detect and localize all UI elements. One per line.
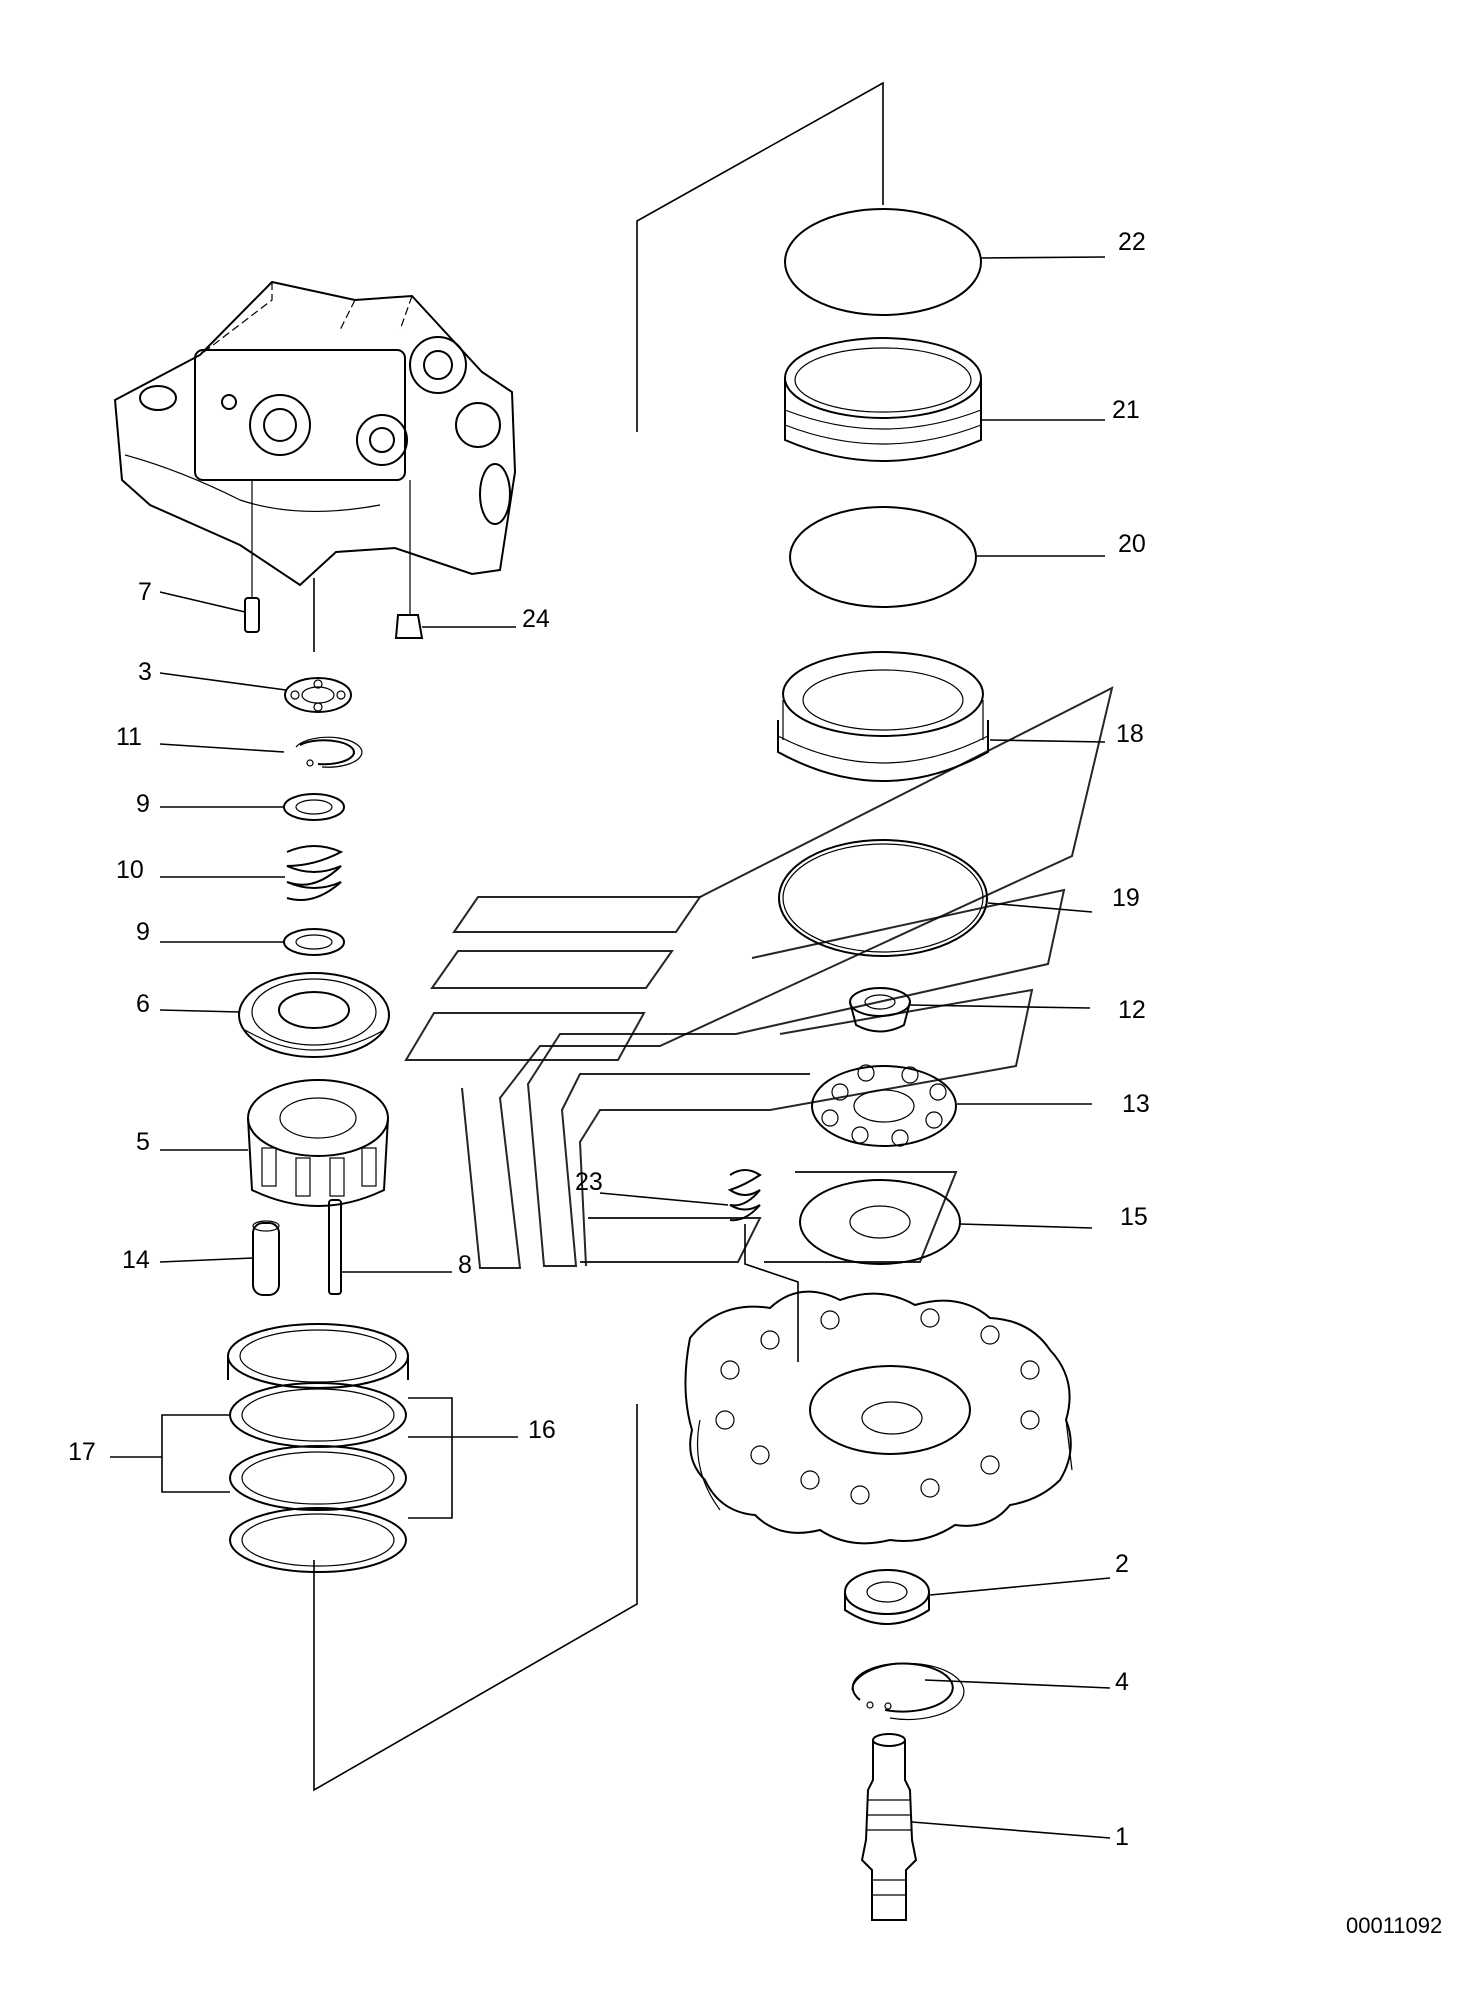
callout-labels: 22 21 20 18 19 12 13 15 2 4 1 23 7 24 3 … <box>68 228 1150 1851</box>
bearing-part-3 <box>284 677 352 713</box>
washer-part-9-upper <box>283 793 345 821</box>
piston-part-14 <box>252 1220 280 1296</box>
callout-10: 10 <box>116 856 144 884</box>
callout-13: 13 <box>1122 1090 1150 1118</box>
pin-part-8 <box>328 1199 342 1295</box>
callout-6: 6 <box>136 990 150 1018</box>
callout-1: 1 <box>1115 1823 1129 1851</box>
o-ring-part-22 <box>784 208 982 316</box>
shim-part-15 <box>799 1179 961 1265</box>
callout-5: 5 <box>136 1128 150 1156</box>
callout-12: 12 <box>1118 996 1146 1024</box>
end-cover-part <box>684 1290 1073 1545</box>
callout-9-lower: 9 <box>136 918 150 946</box>
callout-11: 11 <box>116 723 142 751</box>
callout-20: 20 <box>1118 530 1146 558</box>
callout-17: 17 <box>68 1438 96 1466</box>
collar-part-12 <box>849 987 911 1033</box>
o-ring-part-19 <box>778 839 988 957</box>
callout-9-upper: 9 <box>136 790 150 818</box>
cylinder-block-part-5 <box>247 1079 389 1207</box>
callout-8: 8 <box>458 1251 472 1279</box>
housing-part <box>113 280 517 587</box>
callout-24: 24 <box>522 605 550 633</box>
leader-lines <box>110 256 1111 1839</box>
callout-18: 18 <box>1116 720 1144 748</box>
shaft-part-1 <box>860 1733 918 1921</box>
callout-2: 2 <box>1115 1550 1129 1578</box>
callout-16: 16 <box>528 1416 556 1444</box>
snap-ring-part-11 <box>295 736 363 768</box>
bearing-part-2 <box>844 1569 930 1625</box>
snap-ring-part-4 <box>851 1662 965 1721</box>
valve-plate-part-6 <box>238 972 390 1058</box>
callout-7: 7 <box>138 578 152 606</box>
document-number: 00011092 <box>1346 1913 1442 1938</box>
washer-part-9-lower <box>283 928 345 956</box>
assembly-lines <box>313 81 884 1792</box>
spring-part-10 <box>286 845 344 901</box>
callout-19: 19 <box>1112 884 1140 912</box>
o-ring-part-20 <box>789 506 977 608</box>
pin-part-7 <box>244 480 260 633</box>
callout-23: 23 <box>575 1168 603 1196</box>
retainer-part-18 <box>777 651 989 782</box>
callout-21: 21 <box>1112 396 1140 424</box>
callout-22: 22 <box>1118 228 1146 256</box>
callout-3: 3 <box>138 658 152 686</box>
plate-part-13 <box>811 1064 957 1147</box>
spring-part-23 <box>727 1169 762 1222</box>
callout-4: 4 <box>1115 1668 1129 1696</box>
plug-part-24 <box>394 480 424 639</box>
callout-15: 15 <box>1120 1203 1148 1231</box>
watermark-logo <box>404 686 1114 1269</box>
disc-plates-part-16-17 <box>227 1323 409 1573</box>
seal-ring-part-21 <box>784 337 982 462</box>
callout-14: 14 <box>122 1246 150 1274</box>
